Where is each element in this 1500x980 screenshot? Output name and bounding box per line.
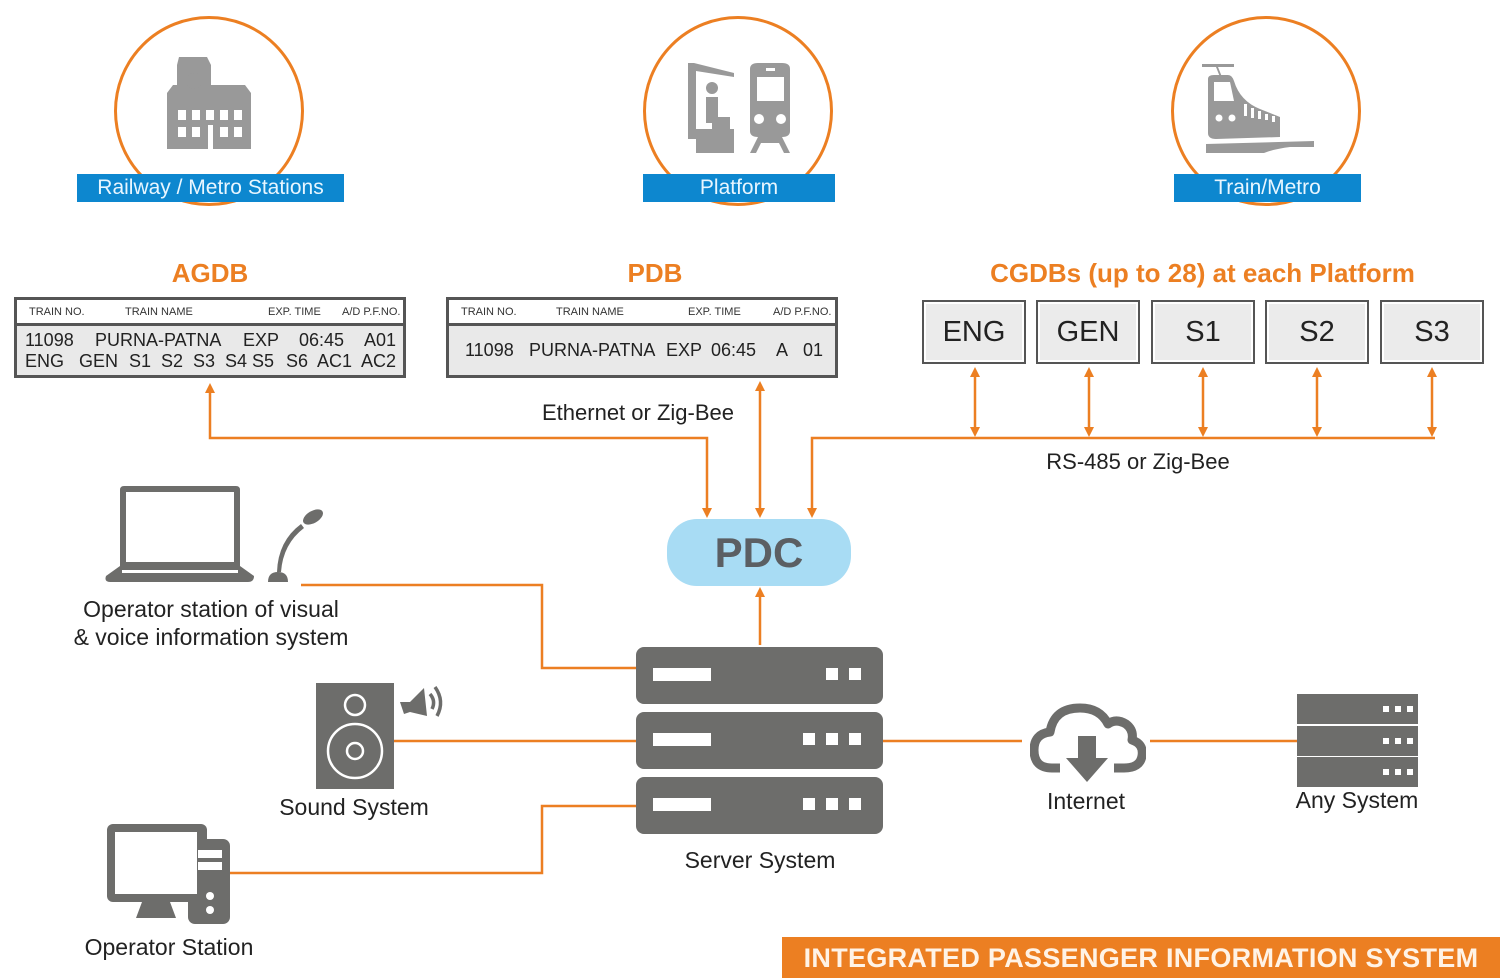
operator-visual-label: Operator station of visual & voice infor… [73,596,349,650]
coach: AC1 [317,351,353,371]
internet-label: Internet [1047,788,1125,814]
cgdb-board-s1: S1 [1151,300,1255,364]
train-name: PURNA-PATNA [529,340,656,360]
cgdb-board-gen: GEN [1036,300,1140,364]
agdb-body: 11098 PURNA-PATNA EXP 06:45 A01 ENG GEN … [17,326,403,375]
pdb-title: PDB [627,258,683,288]
coach: S4 S5 [225,351,275,371]
cgdb-board-s3: S3 [1380,300,1484,364]
ethernet-label: Ethernet or Zig-Bee [542,400,734,425]
desktop-computer-icon [107,824,230,924]
status-led [849,733,861,745]
title-banner: INTEGRATED PASSENGER INFORMATION SYSTEM [782,937,1500,978]
station-building-icon [167,57,251,149]
cgdb-bus [807,436,1435,518]
pdb-board: TRAIN NO. TRAIN NAME EXP. TIME A/D P.F.N… [446,297,838,378]
header-train-name: TRAIN NAME [125,306,193,318]
header-ad-pfno: A/D P.F.NO. [773,306,832,318]
drive-slot [653,733,711,746]
server-label: Server System [684,847,836,873]
arrival-departure: A [776,340,789,360]
drive-slot [653,798,711,811]
agdb-header: TRAIN NO. TRAIN NAME EXP. TIME A/D P.F.N… [17,300,403,326]
operator-visual-link [301,583,636,670]
operator-link [230,804,636,875]
cgdb-board-s2: S2 [1265,300,1369,364]
train-icon [1202,64,1314,153]
ribbon-train: Train/Metro [1174,174,1361,202]
server-unit-1 [636,647,883,704]
header-ad-pfno: A/D P.F.NO. [342,306,401,318]
any-system-label: Any System [1295,787,1419,813]
coach: GEN [79,351,119,371]
exp-time: 06:45 [711,340,757,360]
status-led [826,668,838,680]
header-exp-time: EXP. TIME [268,306,321,318]
ribbon-platform: Platform [643,174,835,202]
status-led [826,798,838,810]
agdb-title: AGDB [171,258,249,288]
sound-label: Sound System [279,794,429,820]
coach: S3 [193,351,216,371]
status-led [826,733,838,745]
train-no: 11098 [25,330,74,350]
pdb-body: 11098 PURNA-PATNA EXP 06:45 A 01 [449,326,835,375]
coach: S2 [161,351,184,371]
rack-unit [1297,726,1418,756]
status-led [803,733,815,745]
coach: S1 [129,351,152,371]
pdb-header: TRAIN NO. TRAIN NAME EXP. TIME A/D P.F.N… [449,300,835,326]
train-name: PURNA-PATNA [95,330,222,350]
rack-unit [1297,757,1418,787]
exp-time: 06:45 [299,330,345,350]
platform-train-icon [688,63,790,153]
rack-unit [1297,694,1418,724]
laptop-mic-icon [105,486,323,582]
coach: S6 [286,351,309,371]
coach: AC2 [361,351,397,371]
cgdb-title: CGDBs (up to 28) at each Platform [990,258,1415,288]
status-led [849,798,861,810]
rs485-label: RS-485 or Zig-Bee [1046,449,1230,474]
header-exp-time: EXP. TIME [688,306,741,318]
drive-slot [653,668,711,681]
pdc-node: PDC [667,519,851,586]
train-type: EXP [666,340,703,360]
operator-label: Operator Station [84,934,254,960]
status-led [803,798,815,810]
cgdb-board-eng: ENG [922,300,1026,364]
agdb-board: TRAIN NO. TRAIN NAME EXP. TIME A/D P.F.N… [14,297,406,378]
header-train-name: TRAIN NAME [556,306,624,318]
coach: ENG [25,351,65,371]
platform-no: 01 [803,340,824,360]
ad-pfno: A01 [364,330,397,350]
train-no: 11098 [465,340,514,360]
cloud-download-icon [1030,703,1146,782]
agdb-link [205,383,712,518]
train-type: EXP [243,330,280,350]
header-train-no: TRAIN NO. [461,306,517,318]
header-train-no: TRAIN NO. [29,306,85,318]
server-unit-2 [636,712,883,769]
status-led [849,668,861,680]
ribbon-stations: Railway / Metro Stations [77,174,344,202]
server-unit-3 [636,777,883,834]
speaker-icon [316,683,443,789]
